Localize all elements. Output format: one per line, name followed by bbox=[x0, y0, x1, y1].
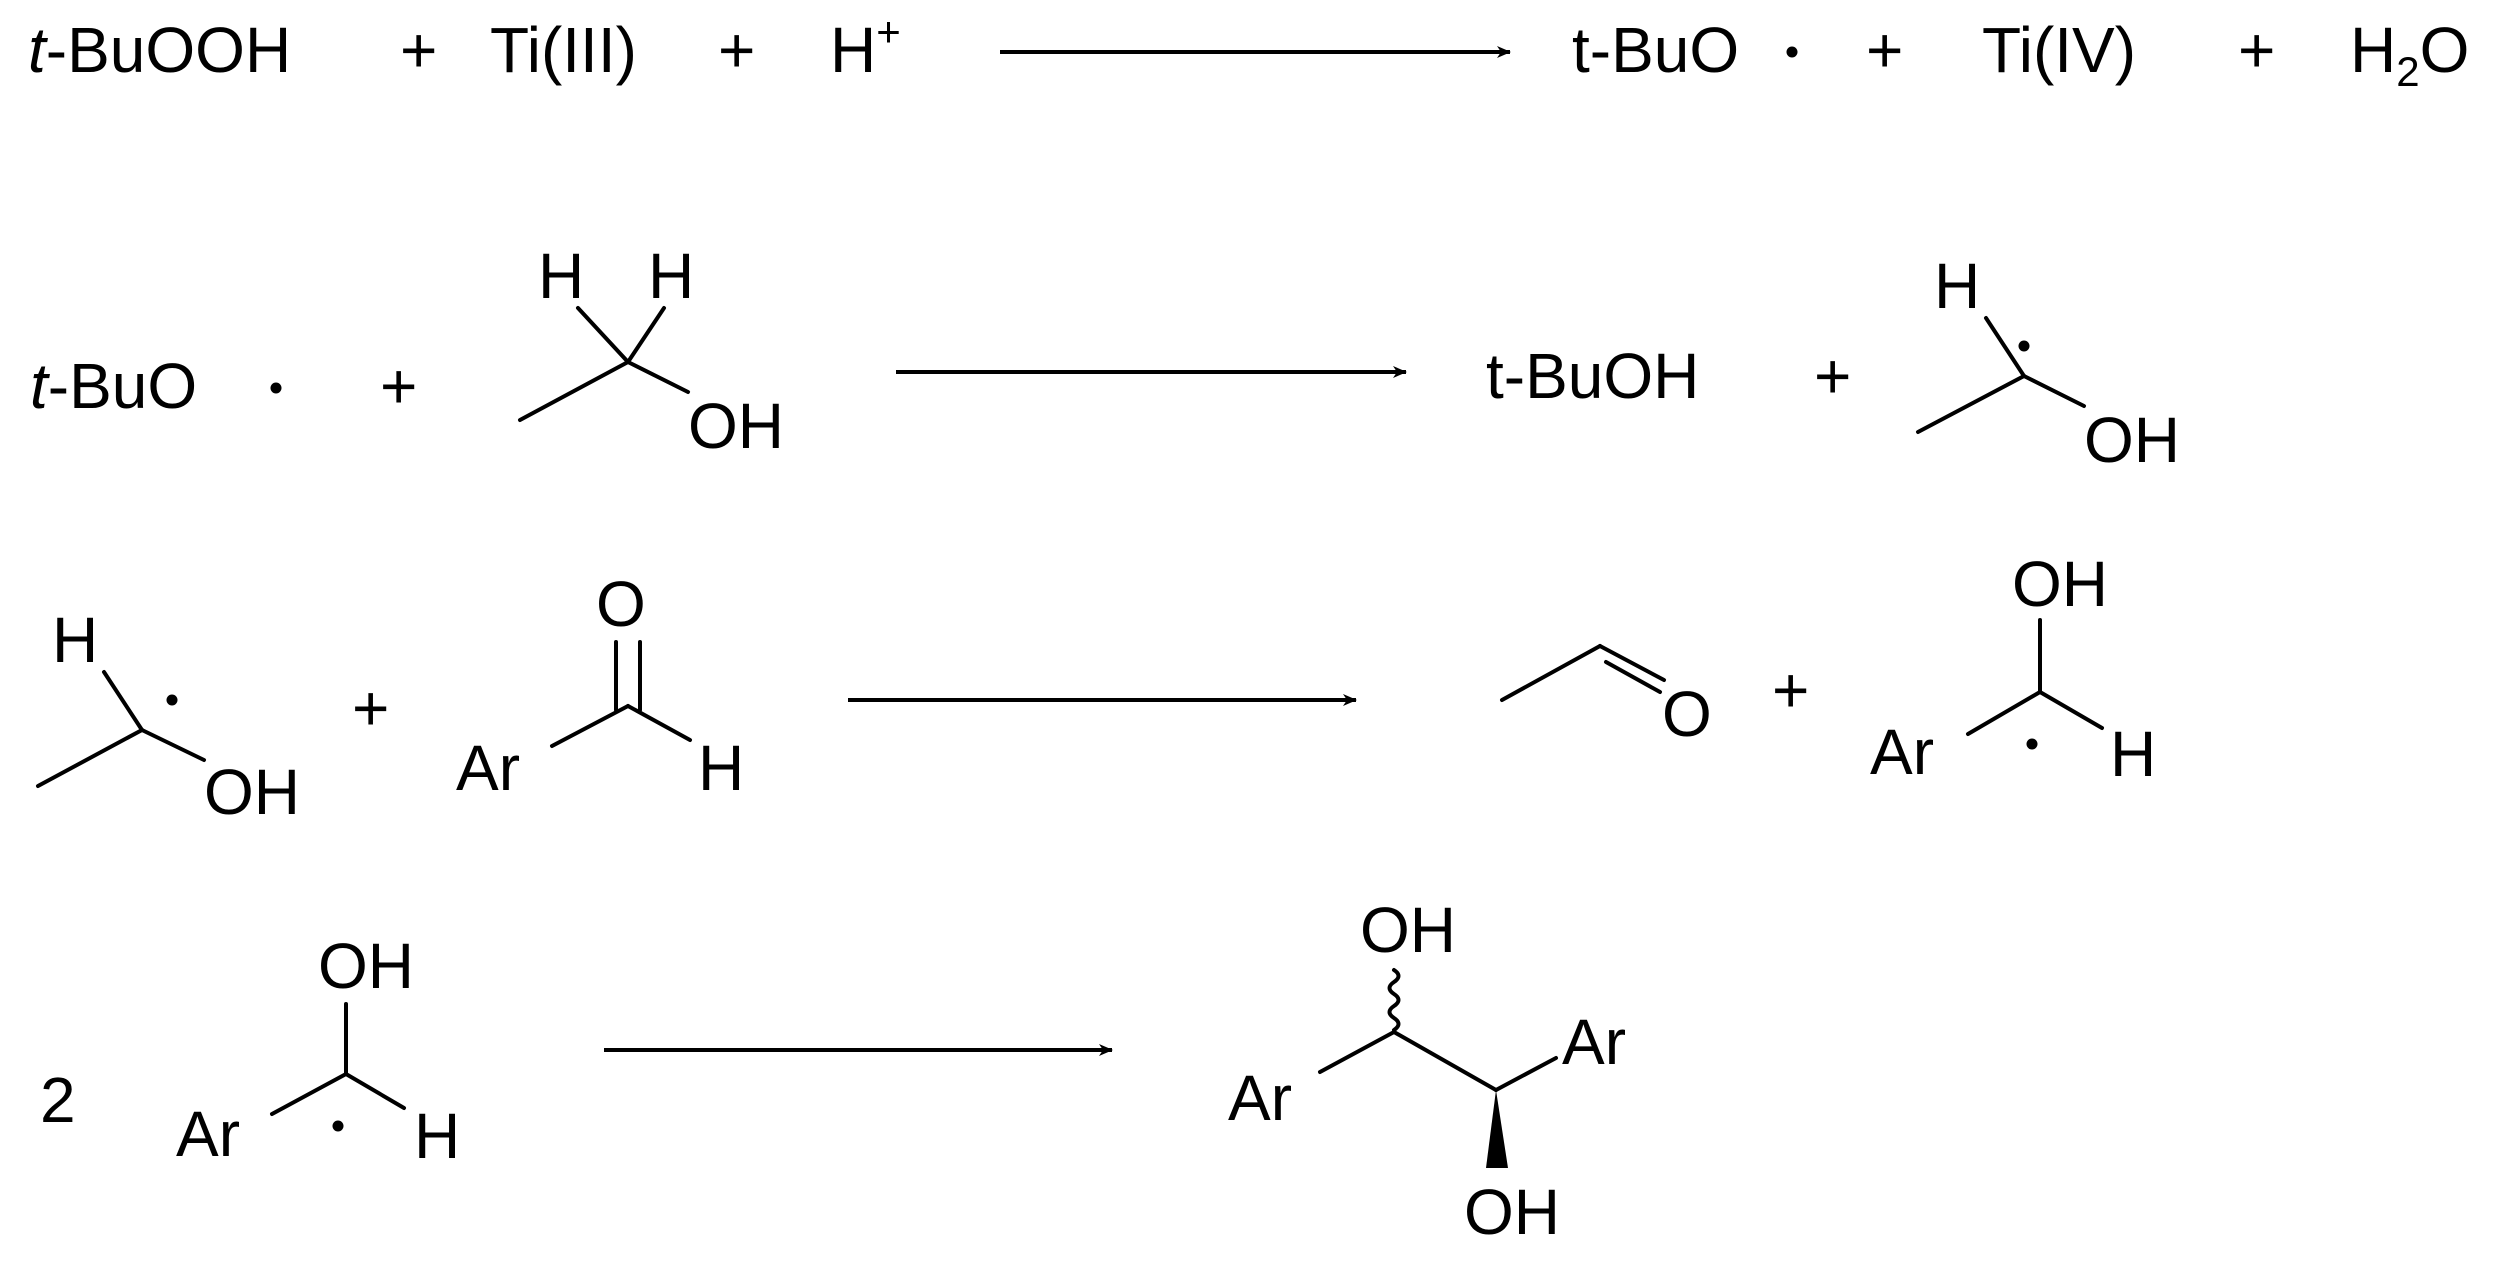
bond bbox=[626, 704, 692, 742]
hydroxyl-label: OH bbox=[1464, 1176, 1560, 1248]
hydrogen-label: H bbox=[2110, 718, 2156, 790]
radical-dot bbox=[332, 1120, 344, 1132]
radical-dot bbox=[1786, 46, 1798, 58]
bond bbox=[576, 306, 630, 364]
hydrogen-label: H bbox=[52, 604, 98, 676]
bond bbox=[140, 728, 206, 762]
acetaldehyde-structure: O bbox=[1500, 644, 1712, 750]
bond bbox=[1598, 644, 1666, 682]
plus-sign: + bbox=[1866, 14, 1903, 86]
bond bbox=[270, 1072, 348, 1116]
water: H2O bbox=[2350, 14, 2469, 95]
bond bbox=[102, 670, 144, 732]
plus-sign: + bbox=[380, 350, 417, 422]
plus-sign: + bbox=[400, 14, 437, 86]
bond bbox=[36, 728, 144, 788]
tbuo-radical: t-BuO bbox=[30, 350, 197, 422]
titanium-iii: Ti(III) bbox=[490, 14, 637, 86]
titanium-iv: Ti(IV) bbox=[1982, 14, 2136, 86]
hydroxyl-label: OH bbox=[204, 756, 300, 828]
oxygen-label: O bbox=[1662, 678, 1712, 750]
radical-dot bbox=[2026, 738, 2038, 750]
bond bbox=[1392, 1030, 1498, 1092]
bond bbox=[626, 306, 666, 364]
ethanol-structure: H H OH bbox=[518, 240, 784, 462]
reaction-3: H OH + O Ar H O + OH bbox=[36, 548, 2156, 828]
plus-sign: + bbox=[718, 14, 755, 86]
bond bbox=[1318, 1030, 1396, 1074]
bond bbox=[1604, 660, 1662, 694]
bond bbox=[1500, 644, 1602, 702]
bond bbox=[1494, 1056, 1558, 1092]
hydroxyl-label: OH bbox=[688, 390, 784, 462]
hydroxyethyl-radical: H OH bbox=[1916, 250, 2180, 476]
radical-dot bbox=[166, 694, 178, 706]
diol-structure: OH Ar Ar OH bbox=[1228, 894, 1626, 1248]
aryl-label: Ar bbox=[1228, 1062, 1292, 1134]
hydrogen-label: H bbox=[1934, 250, 1980, 322]
radical-dot bbox=[2018, 340, 2030, 352]
hydroxyl-label: OH bbox=[2084, 404, 2180, 476]
bond bbox=[344, 1072, 406, 1110]
tbuoh: t-BuOH bbox=[1486, 340, 1699, 412]
bond bbox=[626, 360, 690, 394]
hydroxyethyl-radical: H OH bbox=[36, 604, 300, 828]
radical-dot bbox=[270, 382, 282, 394]
aryl-label: Ar bbox=[1562, 1006, 1626, 1078]
reaction-4: 2 OH Ar H OH Ar Ar OH bbox=[40, 894, 1626, 1248]
oxygen-label: O bbox=[596, 568, 646, 640]
reaction-1: t-BuOOH + Ti(III) + H+ t-BuO + Ti(IV) + … bbox=[28, 8, 2469, 95]
hydrogen-label: H bbox=[538, 240, 584, 312]
plus-sign: + bbox=[1772, 654, 1809, 726]
hydroxyl-label: OH bbox=[318, 930, 414, 1002]
bond bbox=[1966, 690, 2042, 736]
ketyl-radical: OH Ar H bbox=[1870, 548, 2156, 790]
aldehyde-structure: O Ar H bbox=[456, 568, 744, 804]
hydroxyl-label: OH bbox=[2012, 548, 2108, 620]
bond bbox=[2022, 374, 2086, 408]
wedge-bond bbox=[1486, 1090, 1508, 1168]
bond bbox=[1984, 316, 2026, 378]
hydrogen-label: H bbox=[414, 1100, 460, 1172]
wavy-bond bbox=[1387, 968, 1401, 1032]
proton: H+ bbox=[830, 8, 901, 86]
reaction-2: t-BuO + H H OH t-BuOH + H OH bbox=[30, 240, 2180, 476]
tbuo-radical: t-BuO bbox=[1572, 14, 1739, 86]
plus-sign: + bbox=[352, 672, 389, 744]
bond bbox=[550, 704, 630, 748]
plus-sign: + bbox=[1814, 340, 1851, 412]
stoichiometric-coefficient: 2 bbox=[40, 1064, 76, 1136]
tbuooh-formula: t-BuOOH bbox=[28, 14, 291, 86]
hydroxyl-label: OH bbox=[1360, 894, 1456, 966]
plus-sign: + bbox=[2238, 14, 2275, 86]
bond bbox=[1916, 374, 2026, 434]
bond bbox=[2038, 690, 2104, 730]
hydrogen-label: H bbox=[698, 732, 744, 804]
aryl-label: Ar bbox=[456, 732, 520, 804]
ketyl-radical: OH Ar H bbox=[176, 930, 460, 1172]
bond bbox=[518, 360, 630, 422]
hydrogen-label: H bbox=[648, 240, 694, 312]
aryl-label: Ar bbox=[1870, 716, 1934, 788]
aryl-label: Ar bbox=[176, 1098, 240, 1170]
